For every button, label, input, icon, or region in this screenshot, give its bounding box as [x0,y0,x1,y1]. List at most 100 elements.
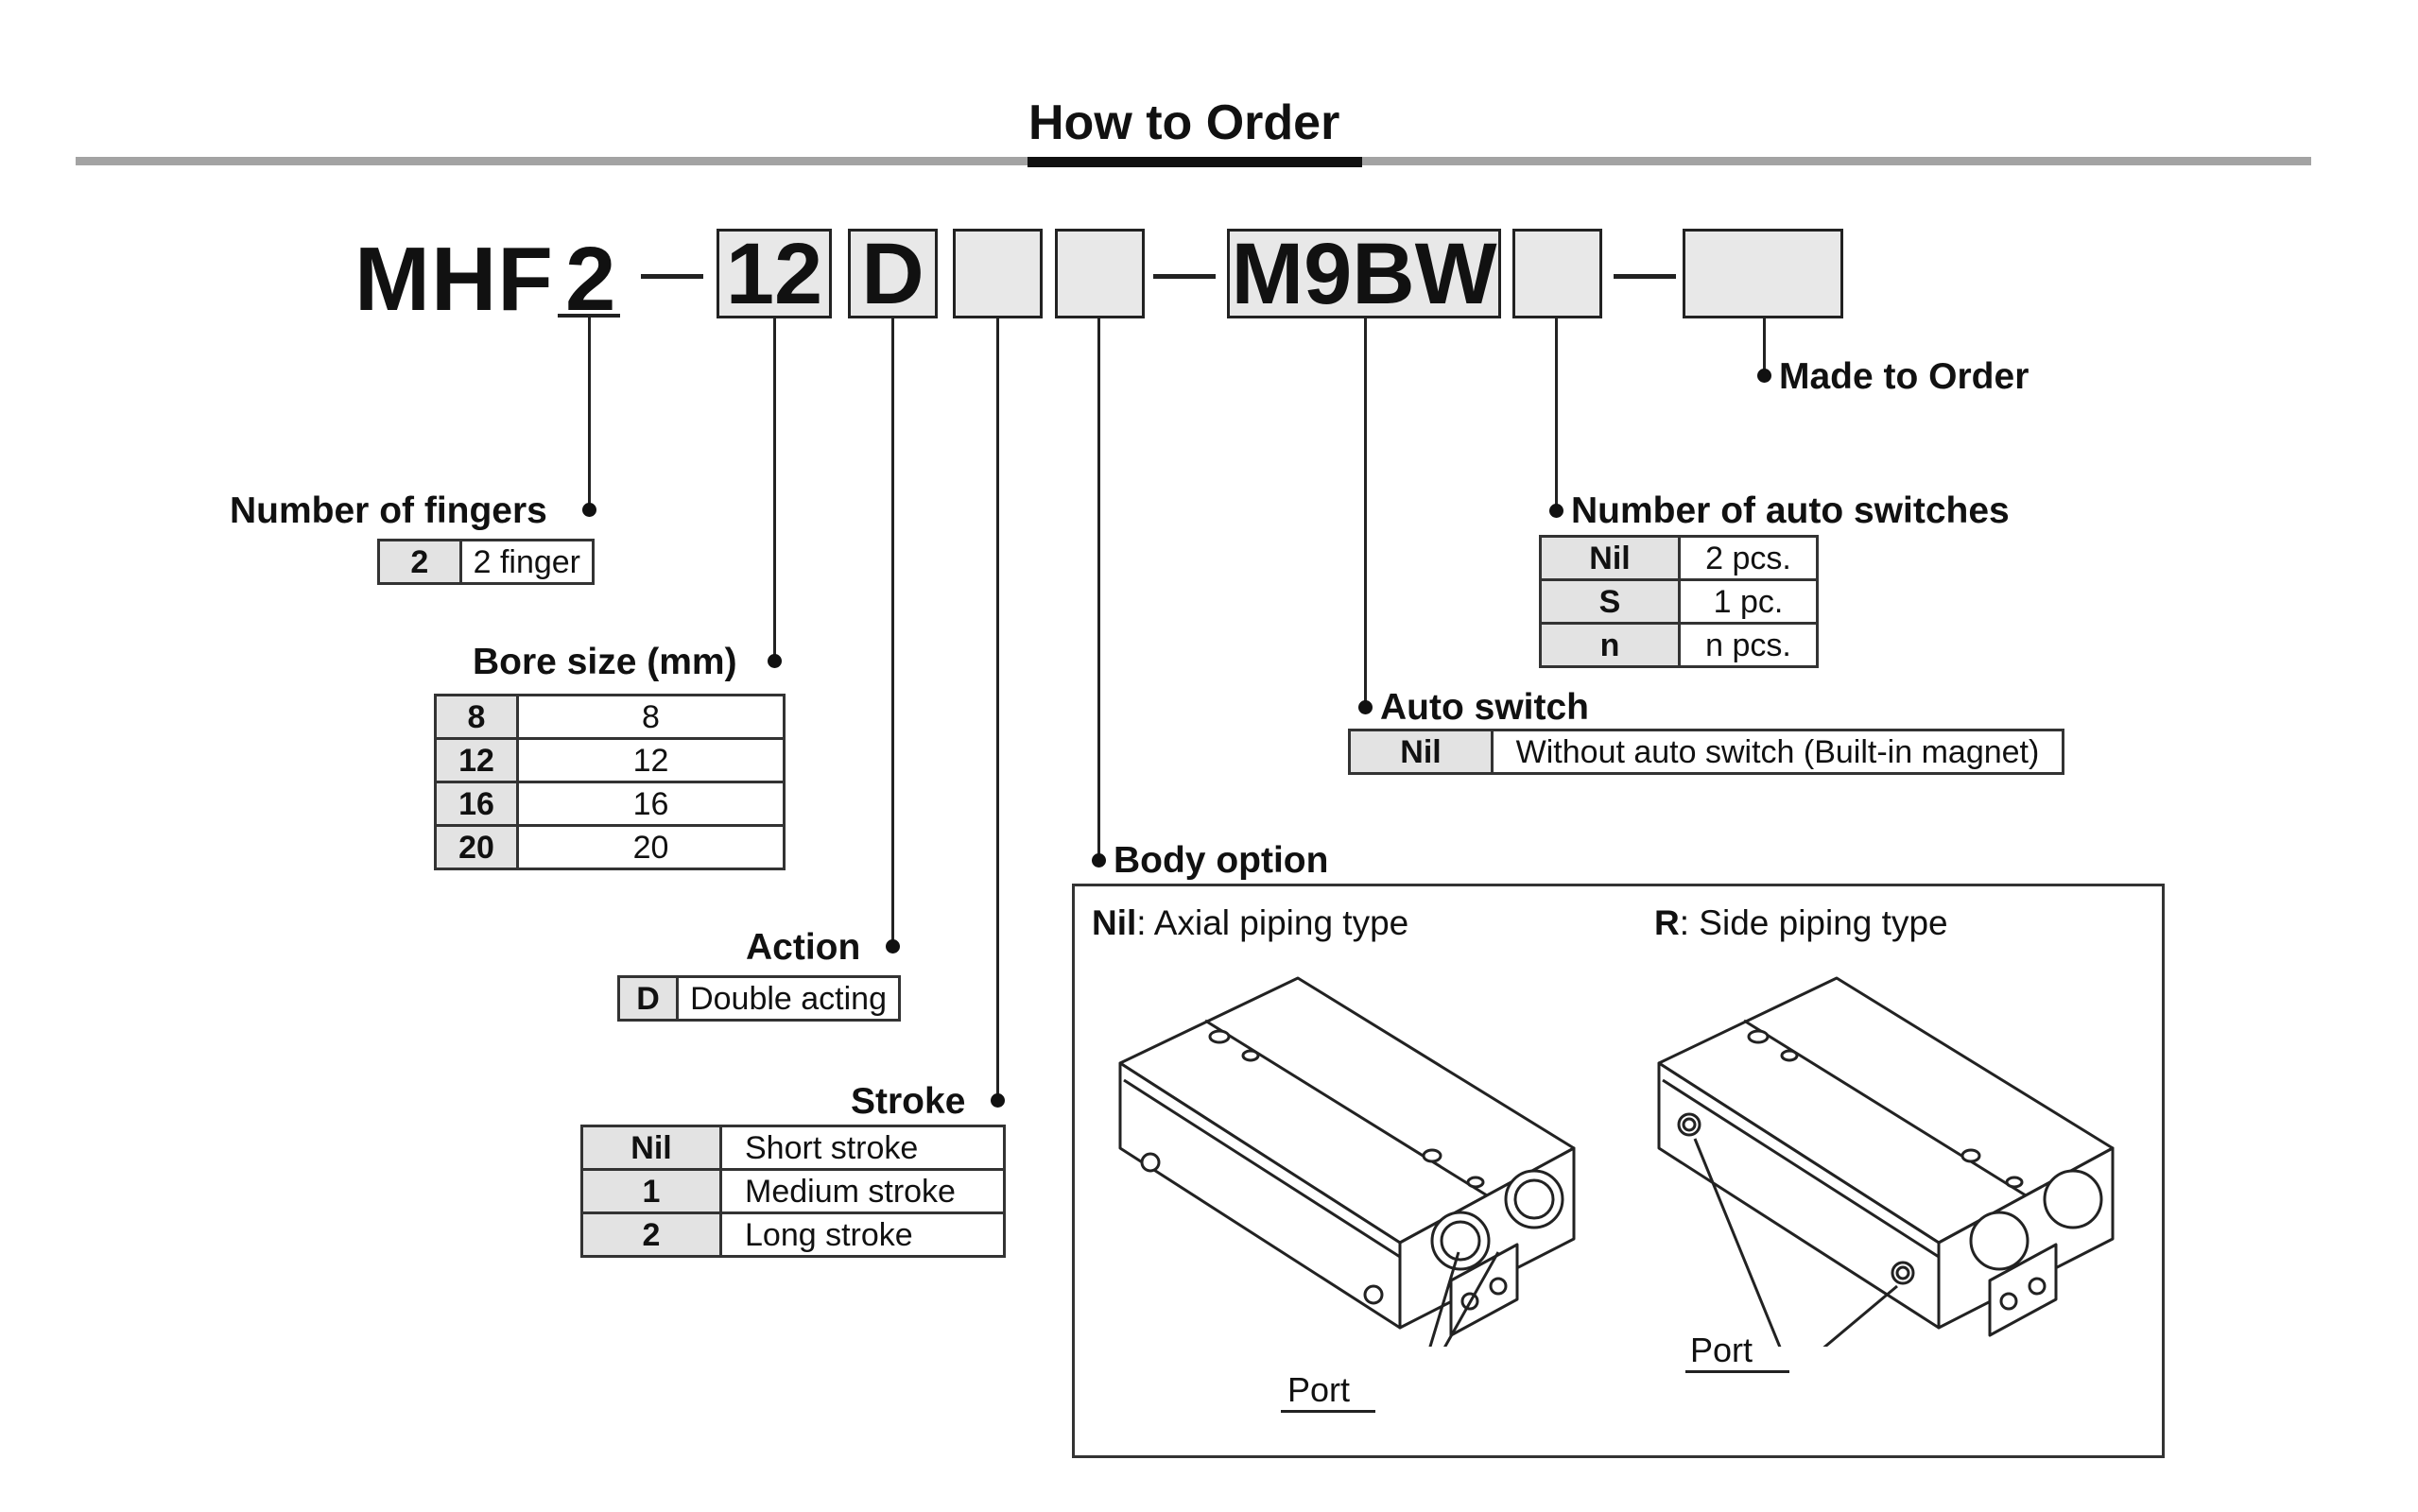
table-row: Nil Without auto switch (Built-in magnet… [1348,729,2064,775]
num-switches-desc-cell: n pcs. [1678,622,1819,668]
made-to-order-code-box [1683,229,1843,318]
table-row: Nil 2 pcs. [1539,535,1819,581]
stroke-desc-cell: Long stroke [719,1211,1006,1258]
bore-code: 12 [725,225,823,322]
table-row: 2 2 finger [377,539,596,585]
leader-num-switches [1555,318,1558,510]
side-code: R [1654,903,1680,942]
stroke-desc-cell: Short stroke [719,1125,1006,1171]
table-row: 8 8 [434,694,786,740]
dash-2 [1153,274,1216,279]
action-table: D Double acting [616,975,901,1022]
action-code-cell: D [616,975,680,1022]
action-code: D [861,225,924,322]
leader-bore [773,318,776,661]
axial-port-underline [1281,1410,1375,1413]
num-switches-code-cell: Nil [1539,535,1681,581]
leader-stroke [996,318,999,1100]
leader-stroke-dot [991,1093,1005,1108]
side-port-label: Port [1690,1331,1753,1369]
table-row: 12 12 [434,737,786,783]
bore-table: 8 8 12 12 16 16 20 20 [434,694,786,870]
leader-body-option [1097,318,1100,860]
num-switches-table: Nil 2 pcs. S 1 pc. n n pcs. [1539,535,1819,668]
leader-action-dot [886,939,900,954]
leader-auto-switch [1364,318,1367,707]
label-number-of-auto-switches: Number of auto switches [1571,490,2010,531]
bore-desc-cell: 20 [516,824,786,870]
stroke-code-box [953,229,1043,318]
axial-text: : Axial piping type [1136,903,1409,942]
stroke-code-cell: 2 [580,1211,722,1258]
label-made-to-order: Made to Order [1779,356,2029,397]
bore-code-box: 12 [717,229,832,318]
fingers-table: 2 2 finger [377,539,596,585]
table-row: 2 Long stroke [580,1211,1006,1258]
table-row: 20 20 [434,824,786,870]
axial-code: Nil [1092,903,1137,942]
stroke-table: Nil Short stroke 1 Medium stroke 2 Long … [580,1125,1006,1258]
dash-1 [641,274,703,279]
label-bore-size: Bore size (mm) [473,642,737,682]
switch-code-box: M9BW [1227,229,1501,318]
table-row: D Double acting [616,975,901,1022]
table-row: Nil Short stroke [580,1125,1006,1171]
table-row: 1 Medium stroke [580,1168,1006,1214]
axial-gripper-illustration [1118,976,1576,1347]
body-option-code-box [1055,229,1145,318]
auto-switch-code-cell: Nil [1348,729,1494,775]
page-title: How to Order [1028,95,1340,150]
bore-code-cell: 8 [434,694,519,740]
leader-made-to-order-dot [1757,369,1771,383]
auto-switch-desc-cell: Without auto switch (Built-in magnet) [1491,729,2064,775]
dash-3 [1614,274,1676,279]
label-auto-switch: Auto switch [1380,687,1589,728]
label-stroke: Stroke [851,1081,966,1122]
switch-code: M9BW [1231,225,1497,322]
bore-desc-cell: 8 [516,694,786,740]
leader-fingers [588,318,591,509]
label-body-option: Body option [1114,840,1329,881]
bore-code-cell: 12 [434,737,519,783]
bore-desc-cell: 16 [516,781,786,827]
leader-fingers-dot [582,503,596,517]
fingers-code-cell: 2 [377,539,462,585]
axial-caption: Nil: Axial piping type [1092,905,1408,940]
leader-num-switches-dot [1549,504,1563,518]
axial-port-label: Port [1287,1370,1351,1409]
auto-switch-table: Nil Without auto switch (Built-in magnet… [1348,729,2064,775]
table-row: 16 16 [434,781,786,827]
action-desc-cell: Double acting [676,975,901,1022]
fingers-code: 2 [565,229,617,330]
leader-body-option-dot [1092,853,1106,868]
label-action: Action [746,927,861,968]
num-switches-desc-cell: 1 pc. [1678,578,1819,625]
bore-desc-cell: 12 [516,737,786,783]
side-gripper-illustration [1657,976,2115,1347]
leader-action [891,318,894,946]
num-switches-code-cell: n [1539,622,1681,668]
side-port-underline [1685,1370,1789,1373]
bore-code-cell: 20 [434,824,519,870]
action-code-box: D [848,229,938,318]
stroke-code-cell: Nil [580,1125,722,1171]
num-switches-code-cell: S [1539,578,1681,625]
side-caption: R: Side piping type [1654,905,1948,940]
title-underline [1028,157,1362,167]
model-prefix: MHF [354,229,554,330]
num-switches-code-box [1512,229,1602,318]
leader-bore-dot [768,654,782,668]
fingers-code-underline [558,314,620,318]
leader-made-to-order [1763,318,1766,375]
stroke-desc-cell: Medium stroke [719,1168,1006,1214]
stroke-code-cell: 1 [580,1168,722,1214]
fingers-desc-cell: 2 finger [458,539,596,585]
side-text: : Side piping type [1679,903,1948,942]
table-row: n n pcs. [1539,622,1819,668]
label-number-of-fingers: Number of fingers [230,490,547,531]
num-switches-desc-cell: 2 pcs. [1678,535,1819,581]
table-row: S 1 pc. [1539,578,1819,625]
bore-code-cell: 16 [434,781,519,827]
leader-auto-switch-dot [1358,700,1373,714]
